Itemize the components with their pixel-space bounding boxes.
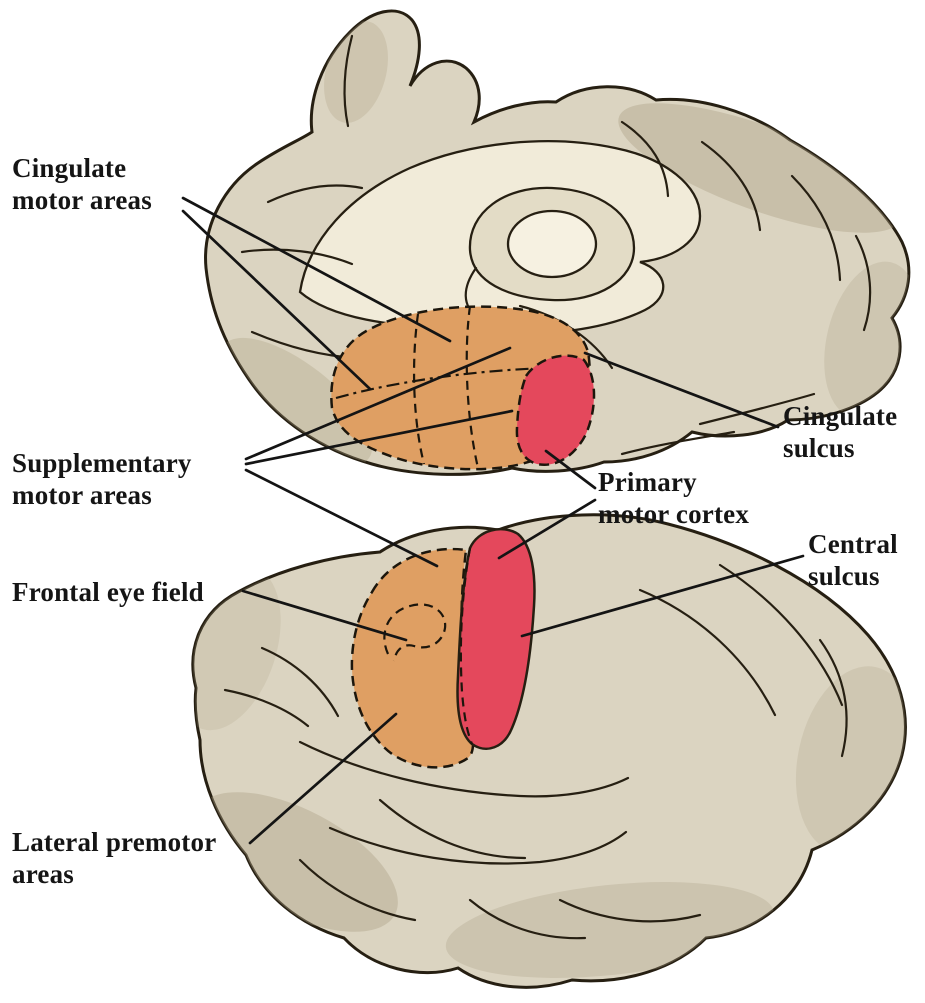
label-central-sulcus: Central sulcus xyxy=(808,529,898,592)
sulcus-line xyxy=(223,688,310,728)
leader-line-cingulate-motor-2 xyxy=(181,209,372,391)
sulcus-line xyxy=(700,140,762,232)
leader-line-supplementary-3 xyxy=(244,468,439,568)
frontal-eye-field-region xyxy=(383,603,447,662)
label-cingulate-motor-areas: Cingulate motor areas xyxy=(12,153,152,216)
medial-brain-shading xyxy=(219,21,909,467)
leader-line-cingulate-motor-1 xyxy=(181,196,452,343)
label-frontal-eye-field: Frontal eye field xyxy=(12,577,204,607)
sulcus-line xyxy=(818,638,848,758)
label-lateral-premotor-areas: Lateral premotor areas xyxy=(12,827,217,890)
leader-line-supplementary-1 xyxy=(244,346,512,461)
shade-patch xyxy=(219,337,373,467)
leader-line-supplementary-2 xyxy=(244,409,514,466)
sulcus-line xyxy=(718,563,844,707)
motor-area-divider xyxy=(465,305,480,469)
sulcus-line xyxy=(328,826,628,865)
sulcus-line xyxy=(343,34,354,128)
shade-patch xyxy=(618,103,902,233)
lateral-view-brain xyxy=(191,513,907,989)
label-primary-motor-cortex: Primary motor cortex xyxy=(598,467,750,530)
sulcus-line xyxy=(378,798,527,860)
sulcus-line xyxy=(790,174,842,282)
sulcus-line xyxy=(266,184,364,204)
label-cingulate-sulcus: Cingulate sulcus xyxy=(783,401,898,464)
sulcus-line xyxy=(260,646,340,718)
premotor-primary-boundary xyxy=(459,547,474,745)
sulcus-line xyxy=(298,858,417,922)
label-supplementary-motor-areas: Supplementary motor areas xyxy=(12,448,192,511)
sulcus-line xyxy=(468,898,587,940)
leader-line-frontal-eye-field xyxy=(241,589,408,642)
primary-motor-cortex-region-lateral xyxy=(456,528,536,750)
sulcus-line xyxy=(558,898,702,923)
shade-patch xyxy=(324,21,388,123)
sulcus-line xyxy=(620,430,736,456)
ventricle-hole xyxy=(506,209,598,279)
sulcus-line xyxy=(638,588,777,717)
leader-line-central-sulcus xyxy=(520,554,805,638)
lateral-premotor-region xyxy=(350,547,475,769)
sulcus-line xyxy=(620,120,670,198)
medial-view-brain xyxy=(204,9,911,476)
lateral-fissure-line xyxy=(298,740,630,798)
leader-line-primary-motor-lateral xyxy=(497,498,597,560)
leader-lines xyxy=(181,196,805,845)
sulcus-line xyxy=(698,392,816,426)
leader-line-cingulate-sulcus xyxy=(583,351,780,429)
motor-area-divider xyxy=(412,313,426,465)
leader-line-primary-motor-medial xyxy=(544,449,597,490)
sulcus-line xyxy=(240,248,354,266)
leader-line-lateral-premotor xyxy=(248,712,398,845)
sulcus-line xyxy=(854,234,872,332)
primary-motor-cortex-region-medial xyxy=(515,354,596,466)
shade-patch xyxy=(194,792,398,932)
